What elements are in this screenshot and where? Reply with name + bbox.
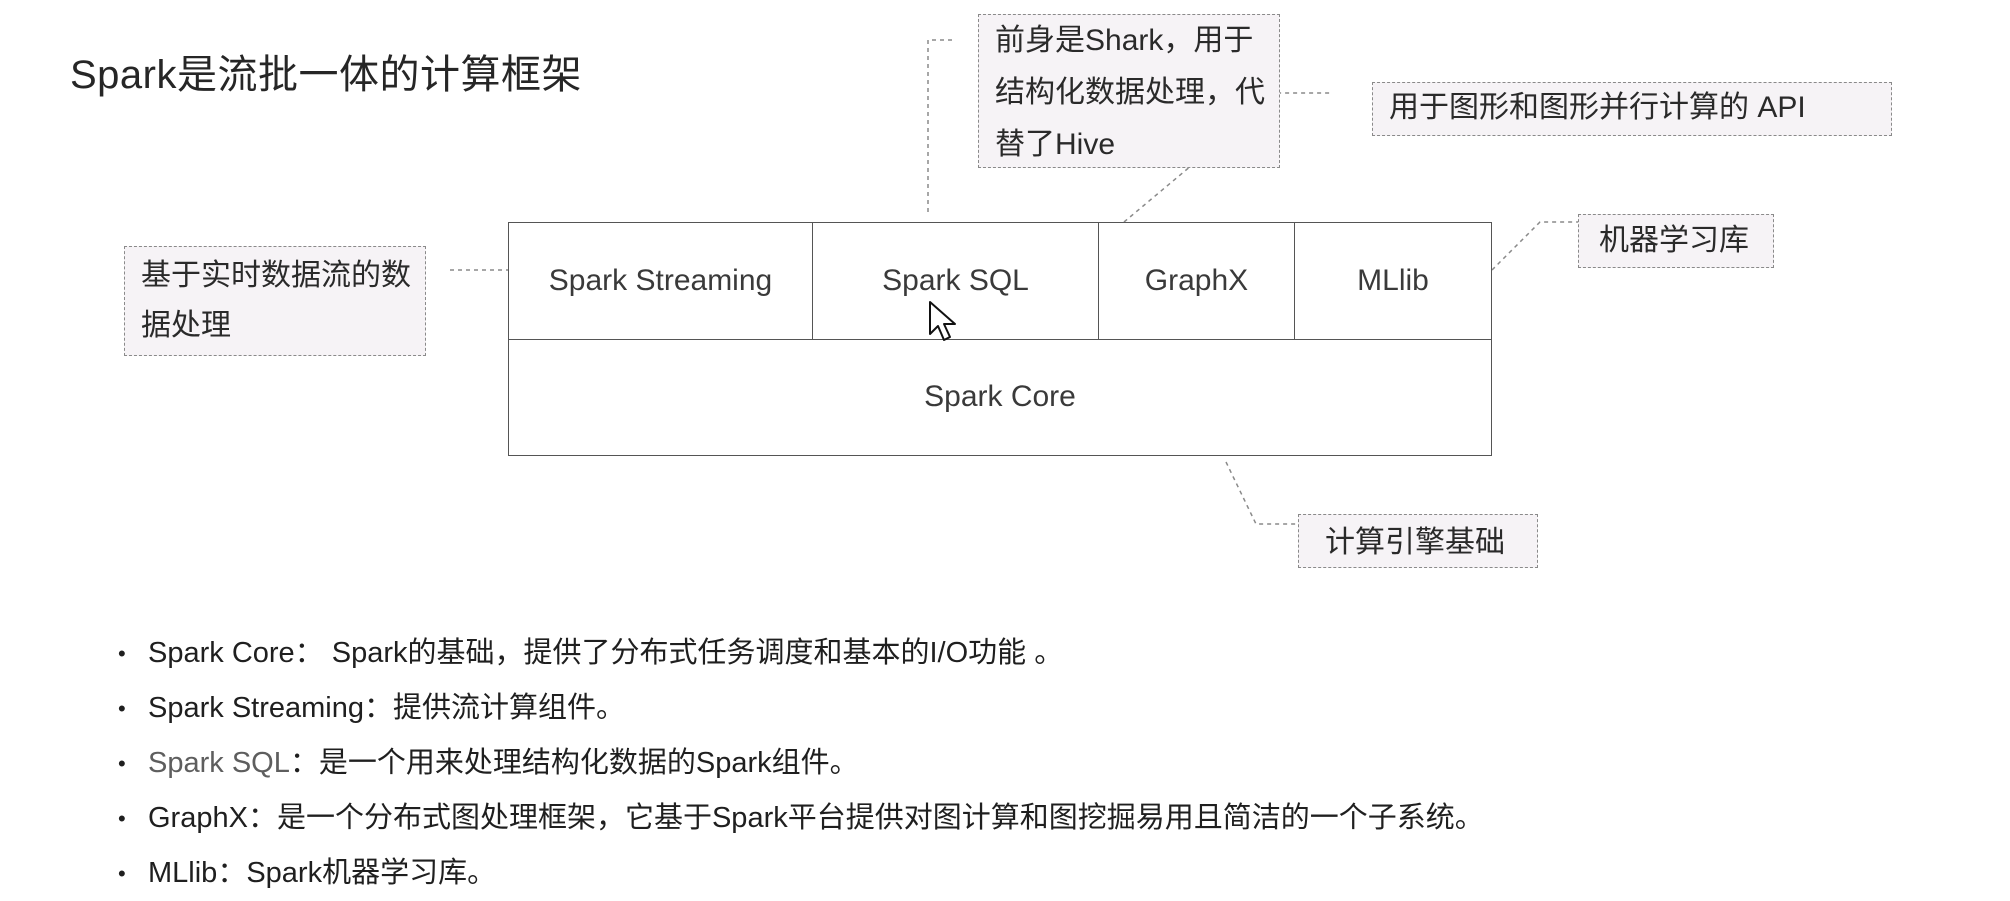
callout-mllib-line-1: 机器学习库	[1599, 224, 1749, 257]
list-item-description: 提供流计算组件。	[393, 692, 626, 724]
connector-mllib	[1491, 221, 1580, 271]
box-spark-core: Spark Core	[924, 380, 1076, 413]
callout-graphx: 用于图形和图形并行计算的 API	[1372, 82, 1892, 136]
box-spark-streaming: Spark Streaming	[509, 223, 813, 339]
list-item-term: Spark Core	[148, 637, 295, 669]
callout-streaming-line-2: 据处理	[141, 309, 231, 342]
list-item-separator: ：	[294, 637, 324, 669]
list-item-description: Spark机器学习库。	[246, 857, 497, 889]
bullet-icon: •	[118, 641, 126, 666]
list-item-term: Spark SQL	[148, 747, 290, 779]
callout-mllib: 机器学习库	[1578, 214, 1774, 268]
list-item-term: GraphX	[148, 802, 248, 834]
box-mllib: MLlib	[1357, 264, 1429, 297]
box-graphx: GraphX	[1099, 223, 1295, 339]
list-item: • Spark Core： Spark的基础，提供了分布式任务调度和基本的I/O…	[110, 626, 1484, 681]
list-item: • MLlib：Spark机器学习库。	[110, 846, 1484, 901]
bullet-icon: •	[118, 751, 126, 776]
bullet-icon: •	[118, 806, 126, 831]
list-item-separator: ：	[217, 857, 247, 889]
list-item: • Spark SQL：是一个用来处理结构化数据的Spark组件。	[110, 736, 1484, 791]
callout-sql-line-3: 替了Hive	[995, 128, 1116, 161]
callout-sql-line-2: 结构化数据处理，代	[995, 76, 1265, 109]
list-item-separator: ：	[364, 692, 394, 724]
component-row: Spark Streaming Spark SQL GraphX MLlib	[509, 223, 1491, 340]
bullet-icon: •	[118, 861, 126, 886]
callout-streaming: 基于实时数据流的数 据处理	[124, 246, 426, 356]
callout-sql: 前身是Shark，用于 结构化数据处理，代 替了Hive	[978, 14, 1280, 168]
callout-core: 计算引擎基础	[1298, 514, 1538, 568]
list-item: • GraphX：是一个分布式图处理框架，它基于Spark平台提供对图计算和图挖…	[110, 791, 1484, 846]
list-item-description: Spark的基础，提供了分布式任务调度和基本的I/O功能 。	[323, 637, 1064, 669]
callout-graphx-line-1: 用于图形和图形并行计算的 API	[1389, 91, 1806, 124]
list-item: • Spark Streaming：提供流计算组件。	[110, 681, 1484, 736]
bullet-icon: •	[118, 696, 126, 721]
callout-core-line-1: 计算引擎基础	[1325, 526, 1505, 559]
list-item-separator: ：	[247, 802, 277, 834]
list-item-description: 是一个分布式图处理框架，它基于Spark平台提供对图计算和图挖掘易用且简洁的一个…	[276, 802, 1484, 834]
list-item-separator: ：	[289, 747, 319, 779]
slide-title: Spark是流批一体的计算框架	[70, 53, 582, 97]
callout-sql-line-1: 前身是Shark，用于	[995, 24, 1254, 57]
callout-streaming-line-1: 基于实时数据流的数	[141, 259, 411, 292]
connector-core	[1225, 461, 1296, 525]
box-spark-sql: Spark SQL	[813, 223, 1099, 339]
list-item-term: Spark Streaming	[148, 692, 364, 724]
connector-sql	[927, 39, 952, 212]
list-item-description: 是一个用来处理结构化数据的Spark组件。	[318, 747, 859, 779]
list-item-term: MLlib	[148, 857, 218, 889]
mouse-cursor-icon	[929, 301, 956, 341]
spark-architecture-diagram: Spark Streaming Spark SQL GraphX MLlib S…	[508, 222, 1492, 456]
component-description-list: • Spark Core： Spark的基础，提供了分布式任务调度和基本的I/O…	[110, 626, 1484, 901]
